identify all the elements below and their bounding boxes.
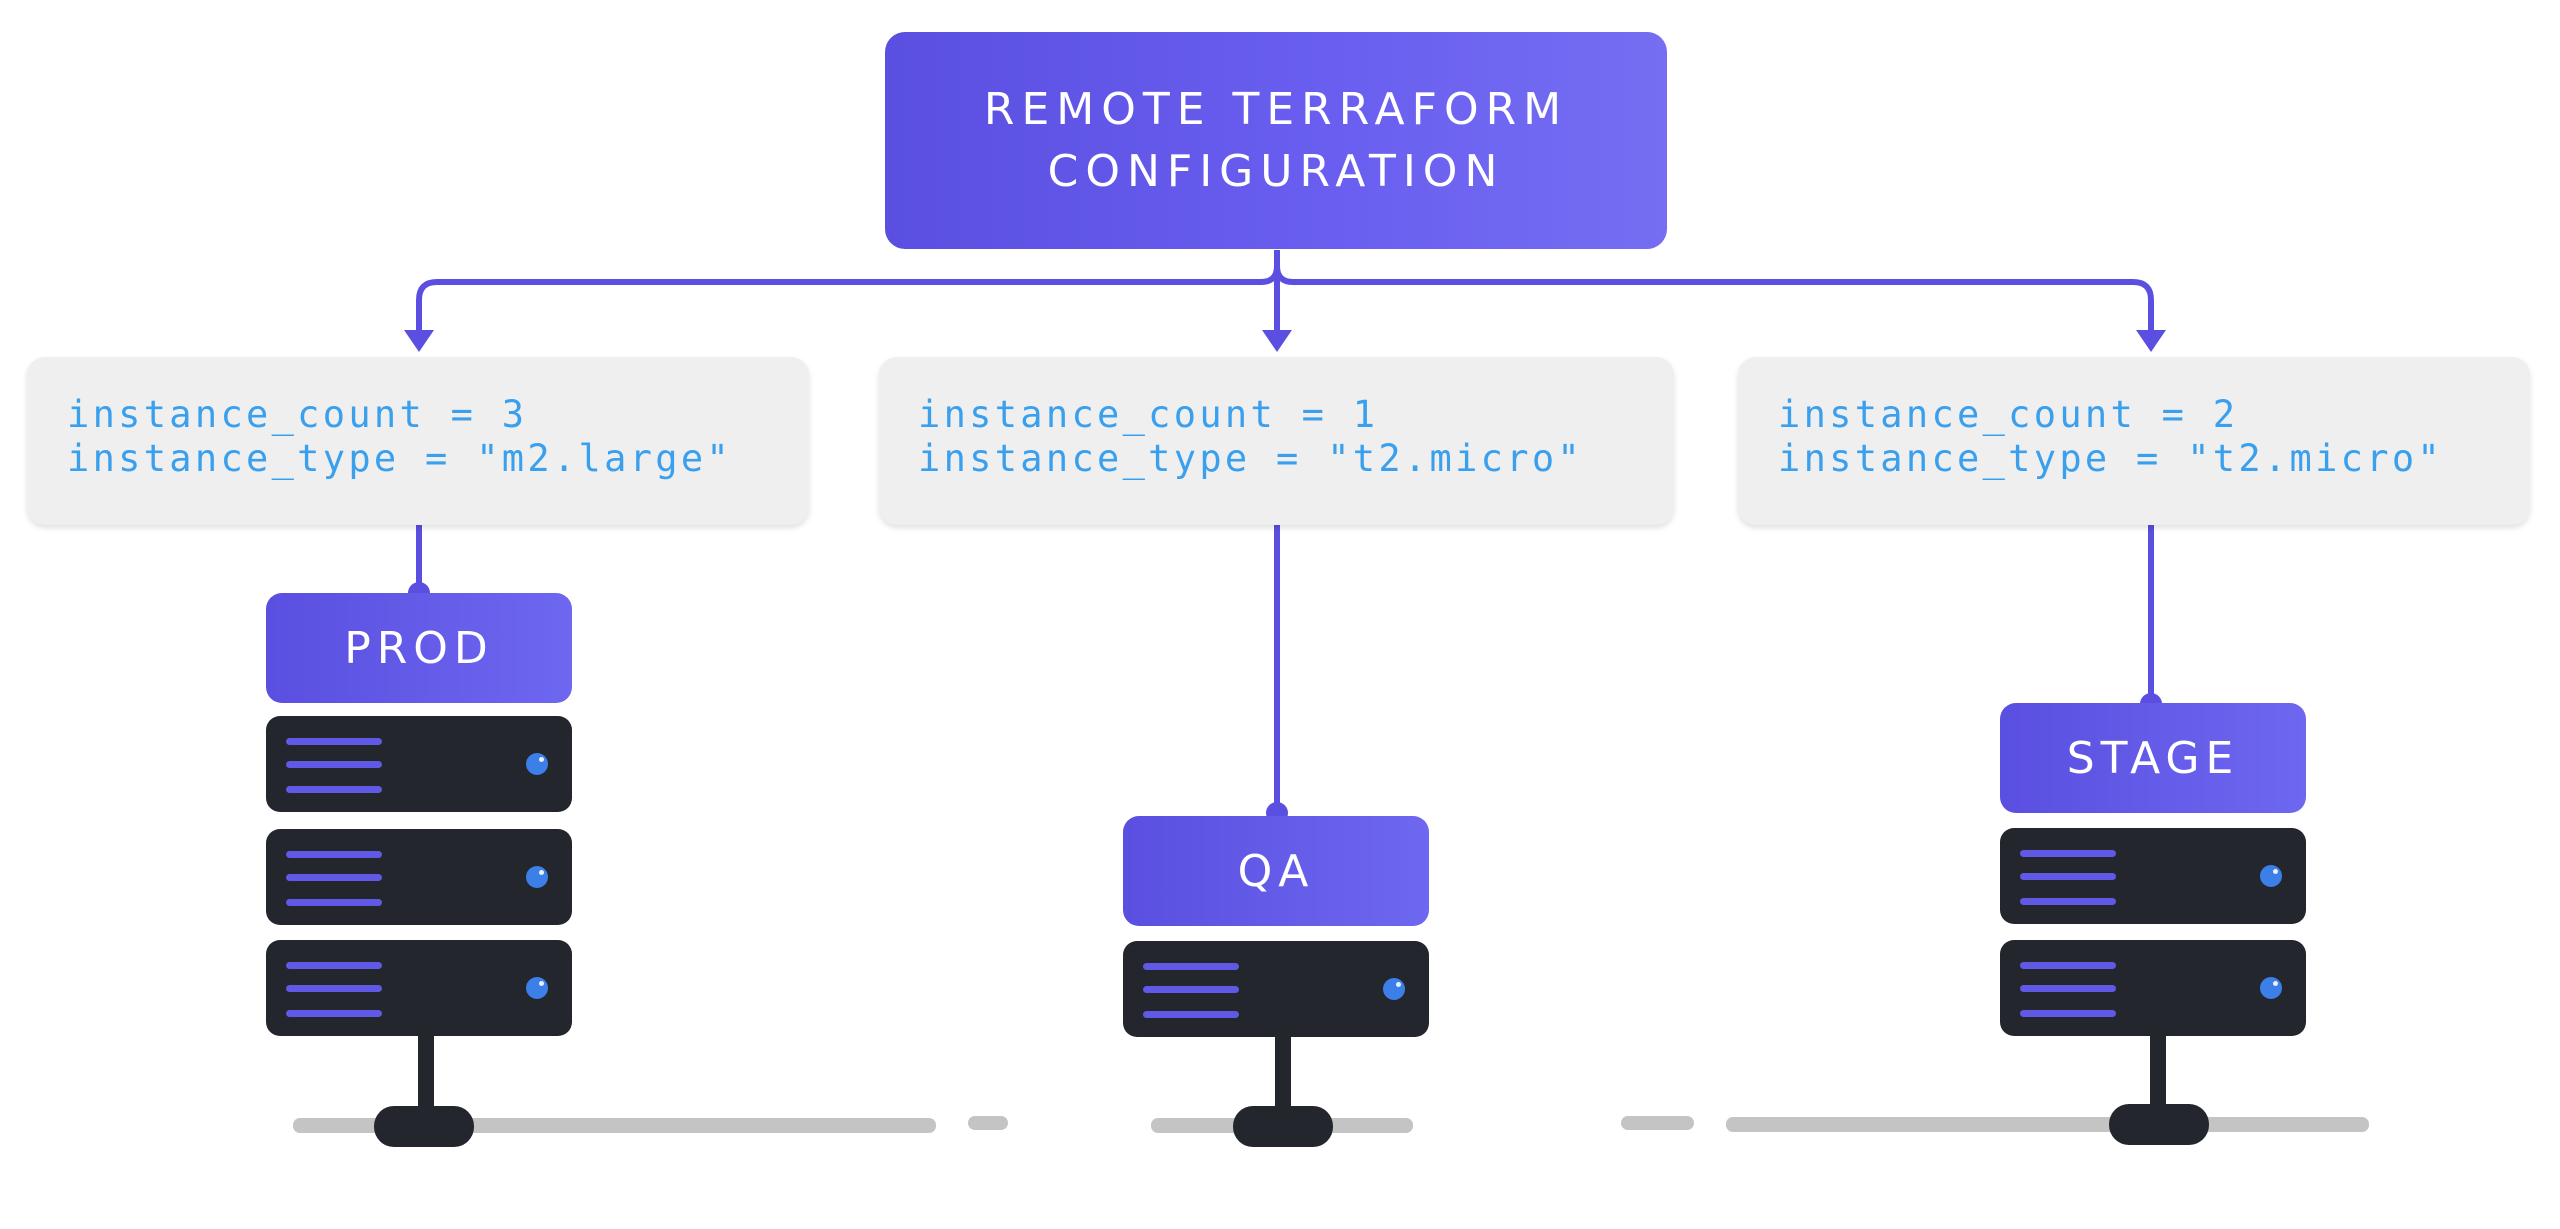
stage-instance-count: instance_count = 2 (1778, 393, 2239, 436)
arrowhead-stage (2136, 330, 2166, 352)
server-status-led-icon (526, 753, 548, 775)
connector-root-to-stage (1274, 250, 2154, 335)
stage-variables-card: instance_count = 2 instance_type = "t2.m… (1738, 357, 2530, 525)
server-stand-pole (2150, 1034, 2166, 1112)
server-stand-base (374, 1106, 474, 1147)
prod-label-text: PROD (344, 622, 494, 674)
server-status-led-icon (2260, 977, 2282, 999)
prod-variables-card: instance_count = 3 instance_type = "m2.l… (27, 357, 809, 525)
stage-server-1 (2000, 828, 2306, 924)
stage-server-2 (2000, 940, 2306, 1036)
prod-server-1 (266, 716, 572, 812)
server-status-led-icon (2260, 865, 2282, 887)
server-status-led-icon (526, 866, 548, 888)
remote-configuration-title: REMOTE TERRAFORM CONFIGURATION (983, 83, 1569, 197)
remote-configuration-box: REMOTE TERRAFORM CONFIGURATION (885, 32, 1667, 249)
server-stand-base (1233, 1106, 1333, 1147)
server-stand-base (2109, 1104, 2209, 1145)
prod-instance-count: instance_count = 3 (67, 393, 528, 436)
arrowhead-qa (1262, 330, 1292, 352)
qa-variables-card: instance_count = 1 instance_type = "t2.m… (879, 357, 1674, 525)
server-status-led-icon (1383, 978, 1405, 1000)
ground-line (968, 1116, 1008, 1130)
arrowhead-prod (404, 330, 434, 352)
prod-server-3 (266, 940, 572, 1036)
stage-label-text: STAGE (2066, 732, 2240, 784)
qa-instance-type: instance_type = "t2.micro" (918, 437, 1583, 480)
server-stand-pole (418, 1034, 434, 1112)
prod-instance-type: instance_type = "m2.large" (67, 437, 732, 480)
qa-instance-count: instance_count = 1 (918, 393, 1379, 436)
qa-environment-label: QA (1123, 816, 1429, 926)
prod-environment-label: PROD (266, 593, 572, 703)
qa-server-1 (1123, 941, 1429, 1037)
stage-instance-type: instance_type = "t2.micro" (1778, 437, 2443, 480)
prod-server-2 (266, 829, 572, 925)
connector-root-to-prod (416, 250, 1280, 335)
ground-line (1621, 1116, 1694, 1130)
stage-environment-label: STAGE (2000, 703, 2306, 813)
ground-line (1726, 1117, 2369, 1132)
qa-label-text: QA (1237, 845, 1315, 897)
server-status-led-icon (526, 977, 548, 999)
server-stand-pole (1275, 1034, 1291, 1112)
